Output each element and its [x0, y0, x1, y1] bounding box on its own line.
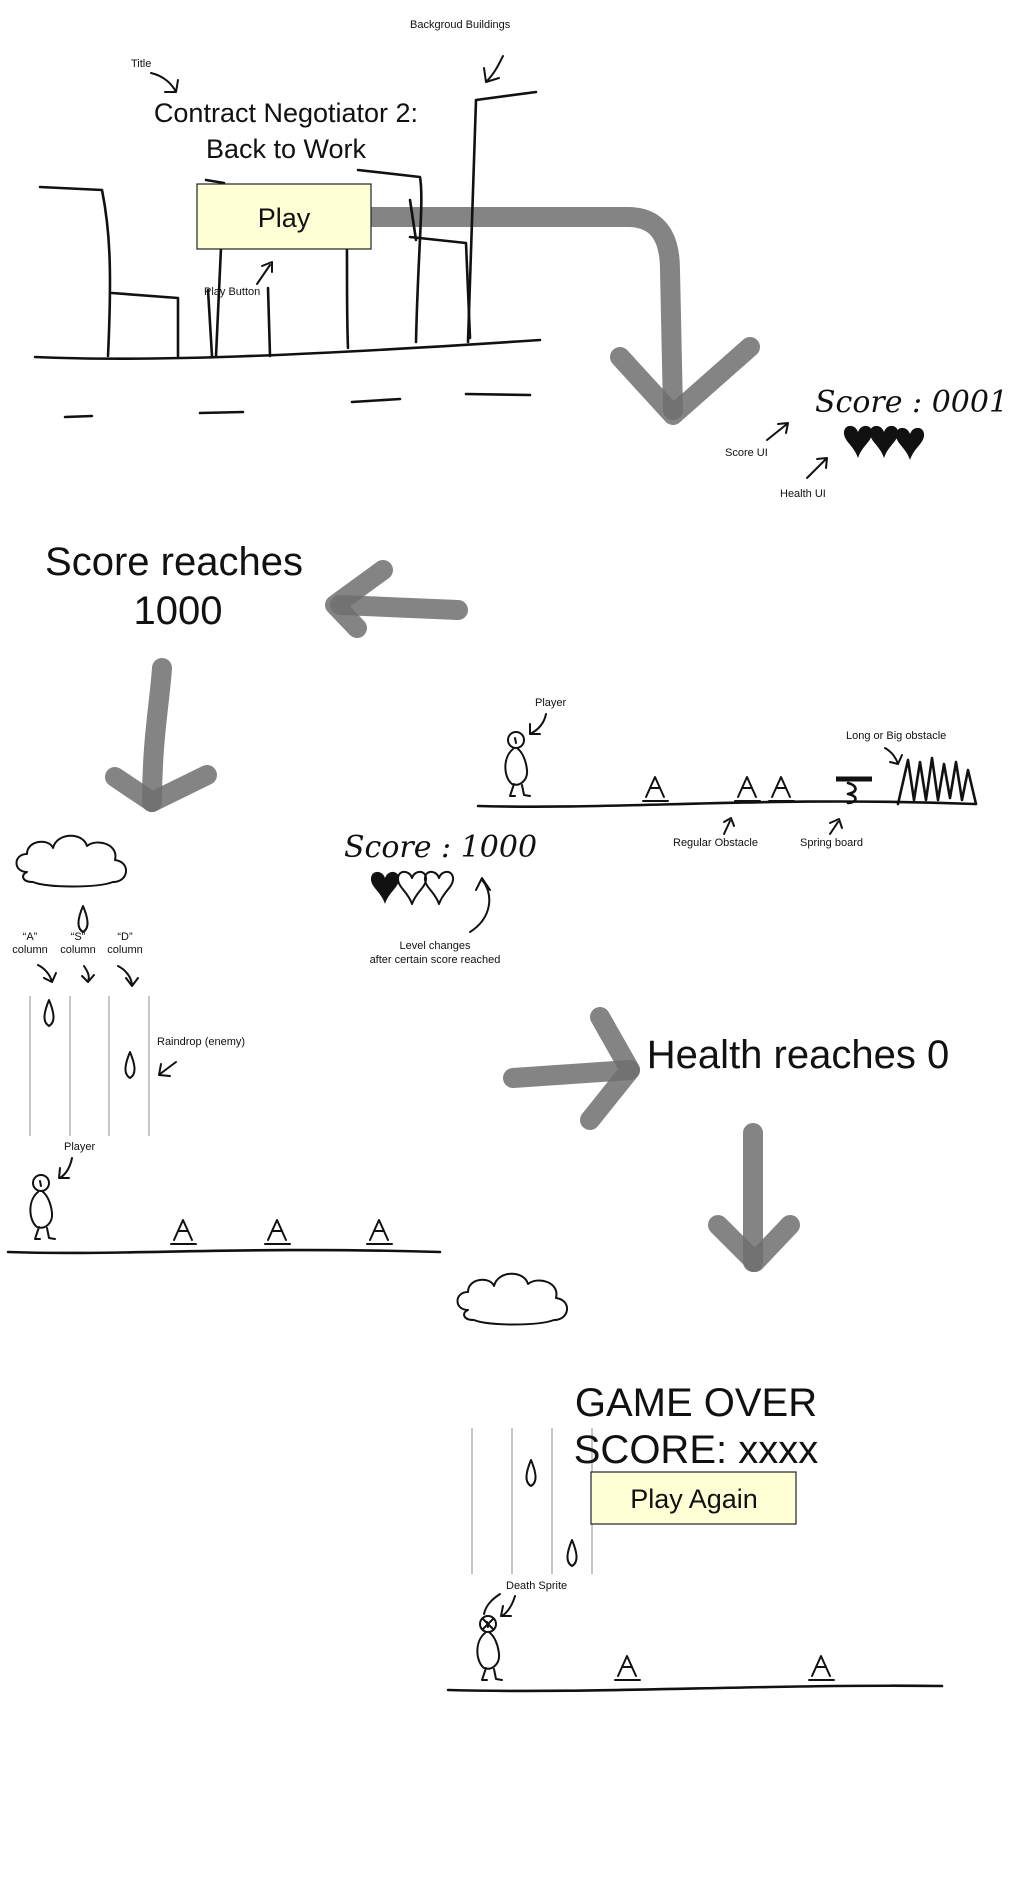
long-obstacle-pointer-arrow [884, 747, 903, 765]
regular-obstacle [614, 1655, 641, 1681]
flow-arrow-play-to-game [342, 207, 760, 425]
flow-arrow-health-to-gameover [708, 1123, 800, 1272]
level1-gameplay-panel: Player Long or Big obstacle Regular Obst… [476, 697, 978, 849]
level1-ground [476, 800, 977, 809]
raindrop-sprite [566, 1539, 578, 1567]
level2-ground [6, 1248, 442, 1255]
player-label: Player [535, 697, 567, 709]
column-d-label: column [107, 944, 142, 956]
spring-board [836, 776, 872, 805]
title-label: Title [131, 58, 151, 70]
cloud-sprite [15, 834, 128, 888]
raindrop-sprite [77, 905, 89, 933]
spring-board-pointer-arrow [829, 818, 843, 835]
column-s-label: column [60, 944, 95, 956]
regular-obstacle-label: Regular Obstacle [673, 837, 758, 849]
player-sprite [29, 1174, 56, 1240]
title-pointer-arrow [150, 72, 179, 93]
player-sprite [504, 731, 531, 797]
flow-arrow-game-to-score [325, 560, 468, 638]
regular-obstacle [642, 776, 669, 802]
score-ui-display: Score : 0001 [815, 385, 1008, 420]
road-dashes [63, 392, 532, 419]
play-again-button[interactable]: Play Again [590, 1471, 797, 1525]
spring-board-label: Spring board [800, 837, 863, 849]
health-reaches-text: Health reaches 0 [647, 1033, 949, 1077]
level-changes-label-line1: Level changes [400, 940, 471, 952]
game-over-title: GAME OVER [575, 1381, 817, 1425]
column-pointer-arrows [37, 964, 139, 987]
death-sprite-pointer-arrow [500, 1595, 516, 1617]
column-d-key-label: “D” [117, 931, 133, 943]
raindrop-sprite [525, 1459, 537, 1487]
health-ui-pointer-arrow [806, 457, 828, 479]
regular-obstacle [366, 1219, 393, 1245]
level-change-pointer-arrow [469, 877, 491, 933]
background-buildings-label: Backgroud Buildings [410, 19, 511, 31]
flow-arrow-level2-to-health [503, 1007, 640, 1130]
ground-line [33, 338, 542, 361]
death-sprite-label: Death Sprite [506, 1580, 567, 1592]
column-a-key-label: “A” [23, 931, 38, 943]
health-hearts [843, 425, 925, 460]
heart-icon [843, 425, 873, 458]
play-again-button-label[interactable]: Play Again [630, 1484, 758, 1514]
health-ui-label: Health UI [780, 488, 826, 500]
score-ui-pointer-arrow [766, 422, 789, 441]
score-ui-label: Score UI [725, 447, 768, 459]
score-reaches-text-line2: 1000 [134, 589, 223, 633]
raindrop-columns [29, 996, 150, 1136]
player-label-level2: Player [64, 1141, 96, 1153]
player-pointer-arrow [529, 713, 547, 735]
regular-obstacle [768, 776, 795, 802]
level-changes-label-line2: after certain score reached [370, 954, 501, 966]
game-over-score: SCORE: xxxx [574, 1428, 818, 1472]
raindrop-sprite [43, 999, 55, 1027]
raindrop-sprite [124, 1051, 136, 1079]
column-a-label: column [12, 944, 47, 956]
play-button[interactable]: Play [196, 183, 372, 250]
game-over-ground [446, 1684, 944, 1693]
death-sprite [476, 1593, 503, 1681]
score-level2-display: Score : 1000 [344, 830, 537, 865]
raindrop-label: Raindrop (enemy) [157, 1036, 245, 1048]
cloud-sprite [456, 1272, 569, 1326]
long-obstacle-label: Long or Big obstacle [846, 730, 946, 742]
heart-empty-icon [423, 870, 455, 905]
player-pointer-arrow [58, 1157, 73, 1179]
score-reaches-text-line1: Score reaches [45, 540, 303, 584]
regular-obstacle [170, 1219, 197, 1245]
play-button-pointer-arrow [256, 261, 273, 285]
regular-obstacle [264, 1219, 291, 1245]
title-screen-panel: Backgroud Buildings Title Contract Negot… [33, 19, 542, 419]
game-title-line2: Back to Work [206, 134, 367, 164]
buildings-pointer-arrow [483, 55, 504, 83]
play-button-label[interactable]: Play [258, 203, 311, 233]
hud-panel: Score : 0001 Score UI Health UI [725, 385, 1008, 500]
heart-icon [869, 425, 899, 458]
regular-obstacle [808, 1655, 835, 1681]
play-button-label-annotation: Play Button [204, 286, 260, 298]
raindrop-pointer-arrow [158, 1061, 177, 1077]
column-s-key-label: “S” [71, 931, 86, 943]
heart-icon [895, 427, 925, 460]
heart-empty-icon [396, 870, 428, 905]
level-change-hud: Score : 1000 Level changes after certain… [344, 830, 537, 966]
heart-icon [370, 871, 400, 904]
regular-obstacle-pointer-arrow [723, 817, 735, 835]
level2-gameplay-panel: “A” column “S” column “D” column Raindro… [6, 834, 442, 1255]
game-title-line1: Contract Negotiator 2: [154, 98, 418, 128]
game-over-panel: GAME OVER SCORE: xxxx Play Again Death S… [446, 1272, 944, 1693]
flow-arrow-score-to-level2 [105, 658, 217, 812]
long-obstacle [896, 756, 978, 806]
regular-obstacle [734, 776, 761, 802]
